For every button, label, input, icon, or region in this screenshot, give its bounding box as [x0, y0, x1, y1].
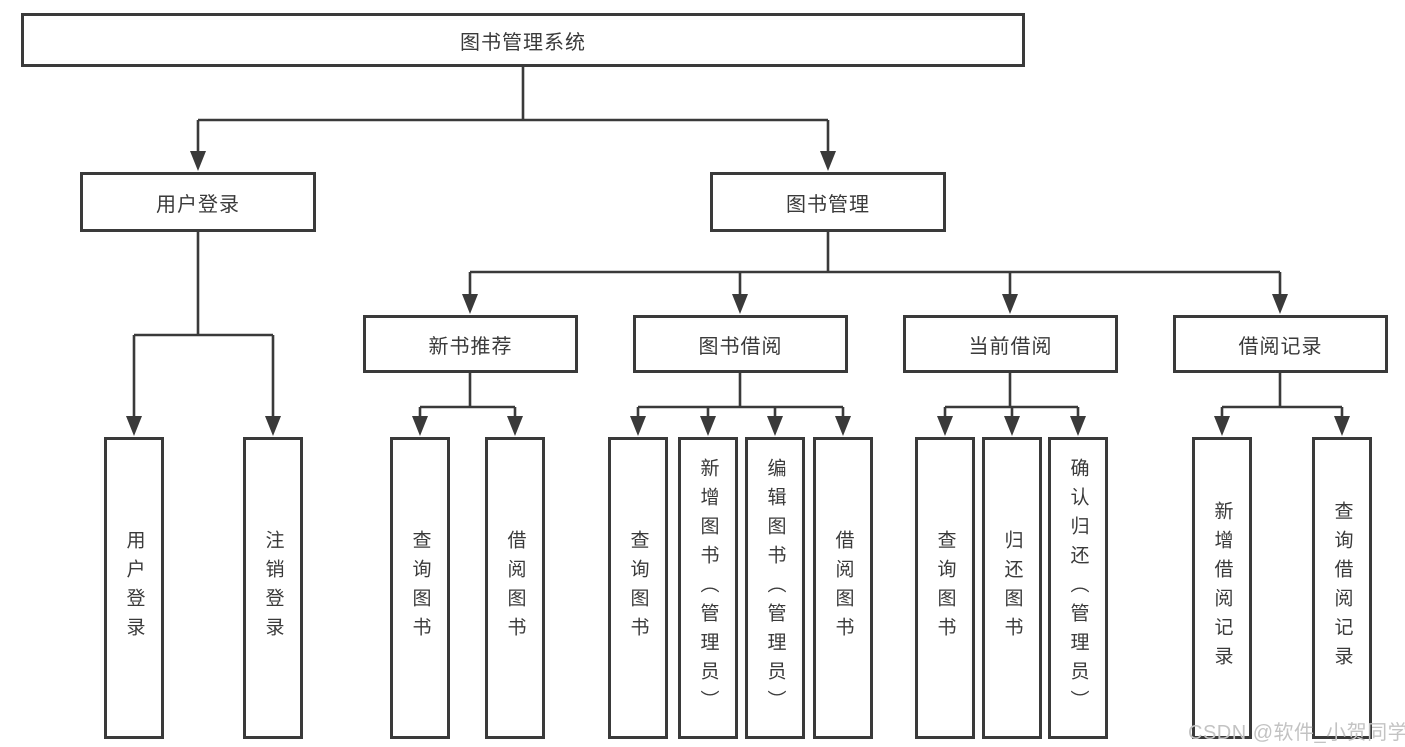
leaf-query-books-recommend: 查询图书 [390, 437, 450, 739]
node-label: 借阅记录 [1238, 335, 1323, 358]
node-label: 查询图书 [409, 530, 431, 646]
node-user-login: 用户登录 [80, 172, 316, 232]
connector-user-login-to-children [126, 232, 281, 436]
arrowhead [265, 416, 281, 436]
leaf-query-books-borrow: 查询图书 [608, 437, 668, 739]
node-book-mgmt: 图书管理 [710, 172, 946, 232]
node-label: 借阅图书 [504, 530, 526, 646]
arrowhead [412, 416, 428, 436]
node-root-label: 图书管理系统 [460, 31, 586, 54]
node-label: 确认归还（管理员） [1067, 457, 1089, 719]
node-label: 归还图书 [1001, 530, 1023, 646]
arrowhead [462, 294, 478, 314]
node-root-system: 图书管理系统 [21, 13, 1025, 67]
leaf-borrow-books-recommend: 借阅图书 [485, 437, 545, 739]
arrowhead [835, 416, 851, 436]
leaf-add-book-admin: 新增图书（管理员） [678, 437, 738, 739]
node-label: 图书管理 [786, 193, 870, 216]
leaf-query-borrow-record: 查询借阅记录 [1312, 437, 1372, 739]
leaf-add-borrow-record: 新增借阅记录 [1192, 437, 1252, 739]
csdn-watermark: CSDN @软件_小贺同学 [1188, 722, 1405, 744]
arrowhead [1002, 294, 1018, 314]
arrowhead [630, 416, 646, 436]
node-book-borrow: 图书借阅 [633, 315, 848, 373]
node-borrow-record: 借阅记录 [1173, 315, 1388, 373]
arrowhead [700, 416, 716, 436]
node-new-book-rec: 新书推荐 [363, 315, 578, 373]
leaf-return-book: 归还图书 [982, 437, 1042, 739]
leaf-confirm-return-admin: 确认归还（管理员） [1048, 437, 1108, 739]
arrowhead [767, 416, 783, 436]
arrowhead [1334, 416, 1350, 436]
connector-root-to-level2 [190, 67, 836, 171]
arrowhead [1070, 416, 1086, 436]
node-label: 查询图书 [934, 530, 956, 646]
connector-book-borrow-to-children [630, 373, 851, 436]
node-label: 当前借阅 [968, 335, 1053, 358]
connector-book-mgmt-to-level3 [462, 232, 1288, 314]
arrowhead [820, 151, 836, 171]
node-label: 查询图书 [627, 530, 649, 646]
node-label: 用户登录 [156, 193, 240, 216]
node-label: 注销登录 [262, 530, 284, 646]
arrowhead [126, 416, 142, 436]
arrowhead [937, 416, 953, 436]
node-label: 借阅图书 [832, 530, 854, 646]
node-label: 新增图书（管理员） [697, 457, 719, 719]
arrowhead [1272, 294, 1288, 314]
arrowhead [1004, 416, 1020, 436]
node-label: 用户登录 [123, 530, 145, 646]
node-label: 查询借阅记录 [1331, 501, 1353, 675]
node-label: 新增借阅记录 [1211, 501, 1233, 675]
leaf-query-books-current: 查询图书 [915, 437, 975, 739]
node-label: 编辑图书（管理员） [764, 457, 786, 719]
leaf-edit-book-admin: 编辑图书（管理员） [745, 437, 805, 739]
leaf-logout: 注销登录 [243, 437, 303, 739]
arrowhead [507, 416, 523, 436]
arrowhead [190, 151, 206, 171]
leaf-user-login: 用户登录 [104, 437, 164, 739]
arrowhead [1214, 416, 1230, 436]
connector-borrow-record-to-children [1214, 373, 1350, 436]
arrowhead [732, 294, 748, 314]
connector-new-book-rec-to-children [412, 373, 523, 436]
node-current-borrow: 当前借阅 [903, 315, 1118, 373]
node-label: 新书推荐 [428, 335, 513, 358]
node-label: 图书借阅 [698, 335, 783, 358]
leaf-borrow-books-borrow: 借阅图书 [813, 437, 873, 739]
connector-current-borrow-to-children [937, 373, 1086, 436]
